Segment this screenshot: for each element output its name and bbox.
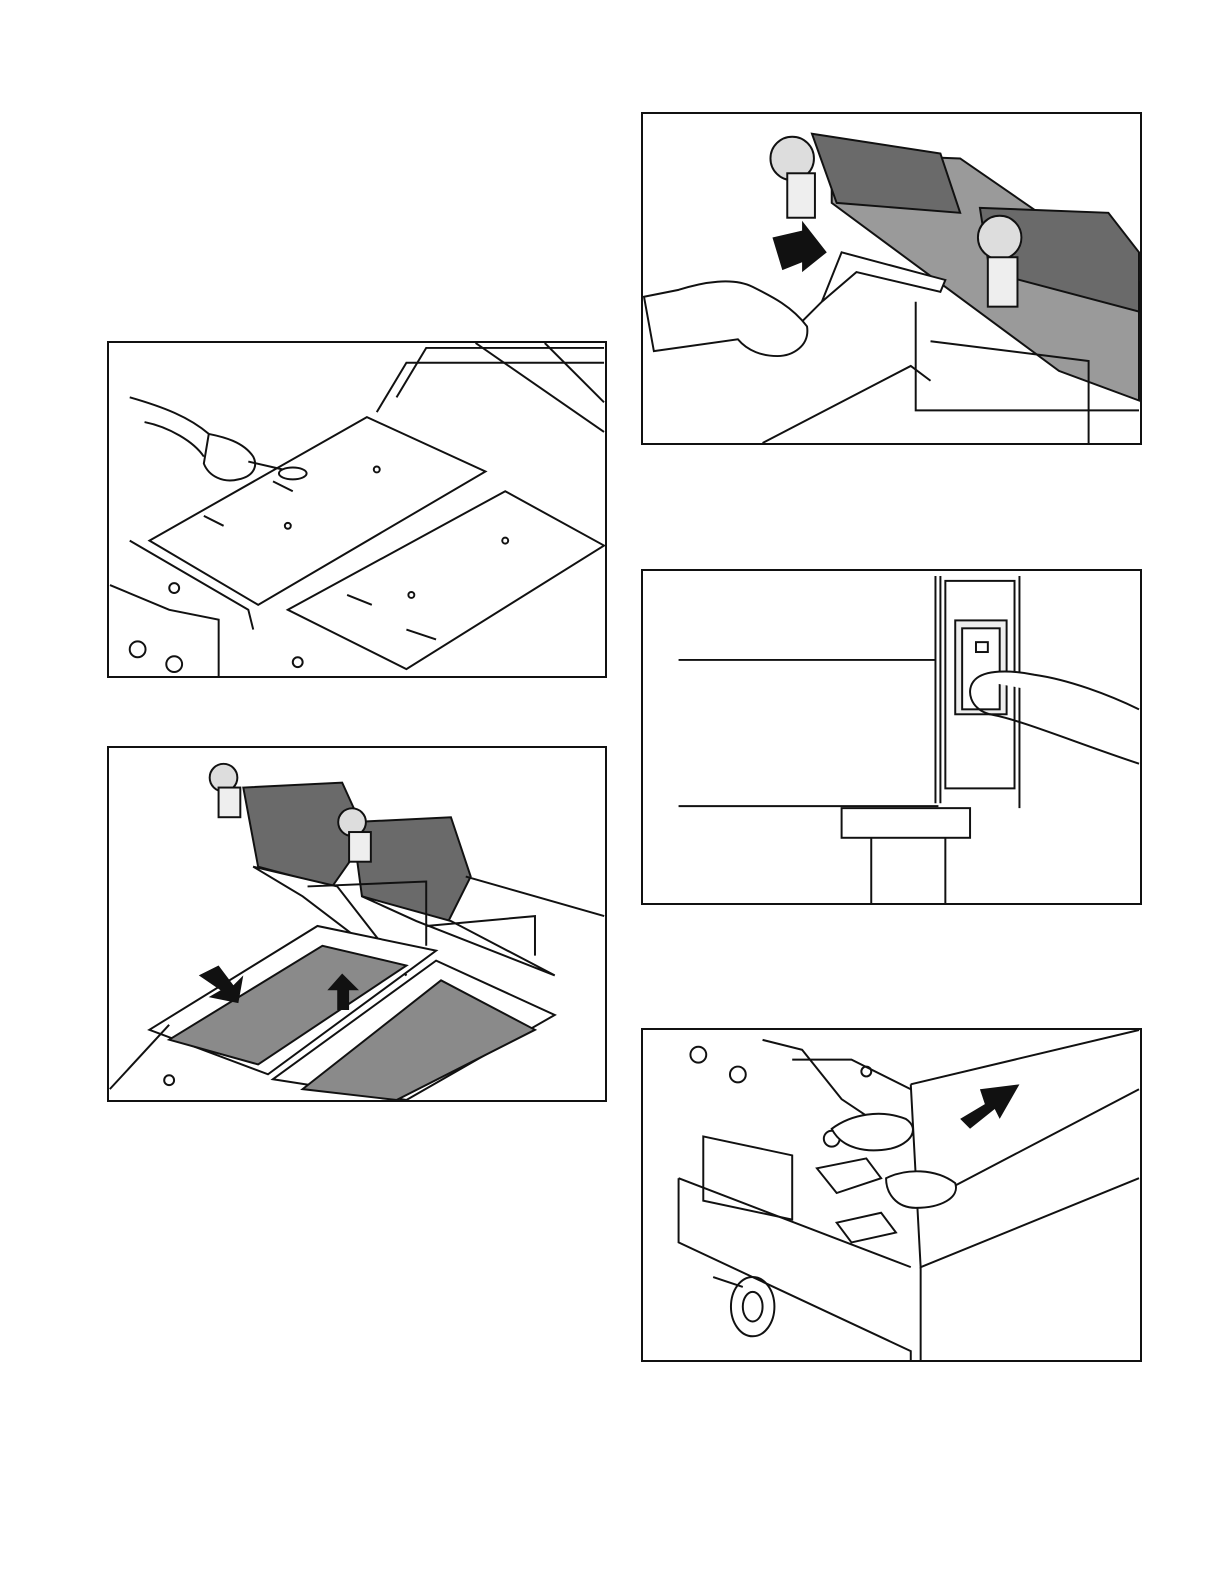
- figure-release-sheets: [107, 746, 607, 1102]
- power-switch-press-icon: [643, 571, 1140, 903]
- push-grill-cabinet-icon: [643, 1030, 1140, 1360]
- figure-spread-platen: [107, 341, 607, 678]
- arrow-right-up-icon: [960, 1084, 1019, 1128]
- release-sheet-install-icon: [109, 748, 605, 1100]
- scraper-cleaning-upper-platen-icon: [643, 114, 1140, 443]
- figure-power-switch: [641, 569, 1142, 905]
- hand-spreading-on-platens-icon: [109, 343, 605, 676]
- arrow-right-icon: [772, 221, 826, 272]
- figure-scraper-upper-platen: [641, 112, 1142, 445]
- figure-push-cabinet: [641, 1028, 1142, 1362]
